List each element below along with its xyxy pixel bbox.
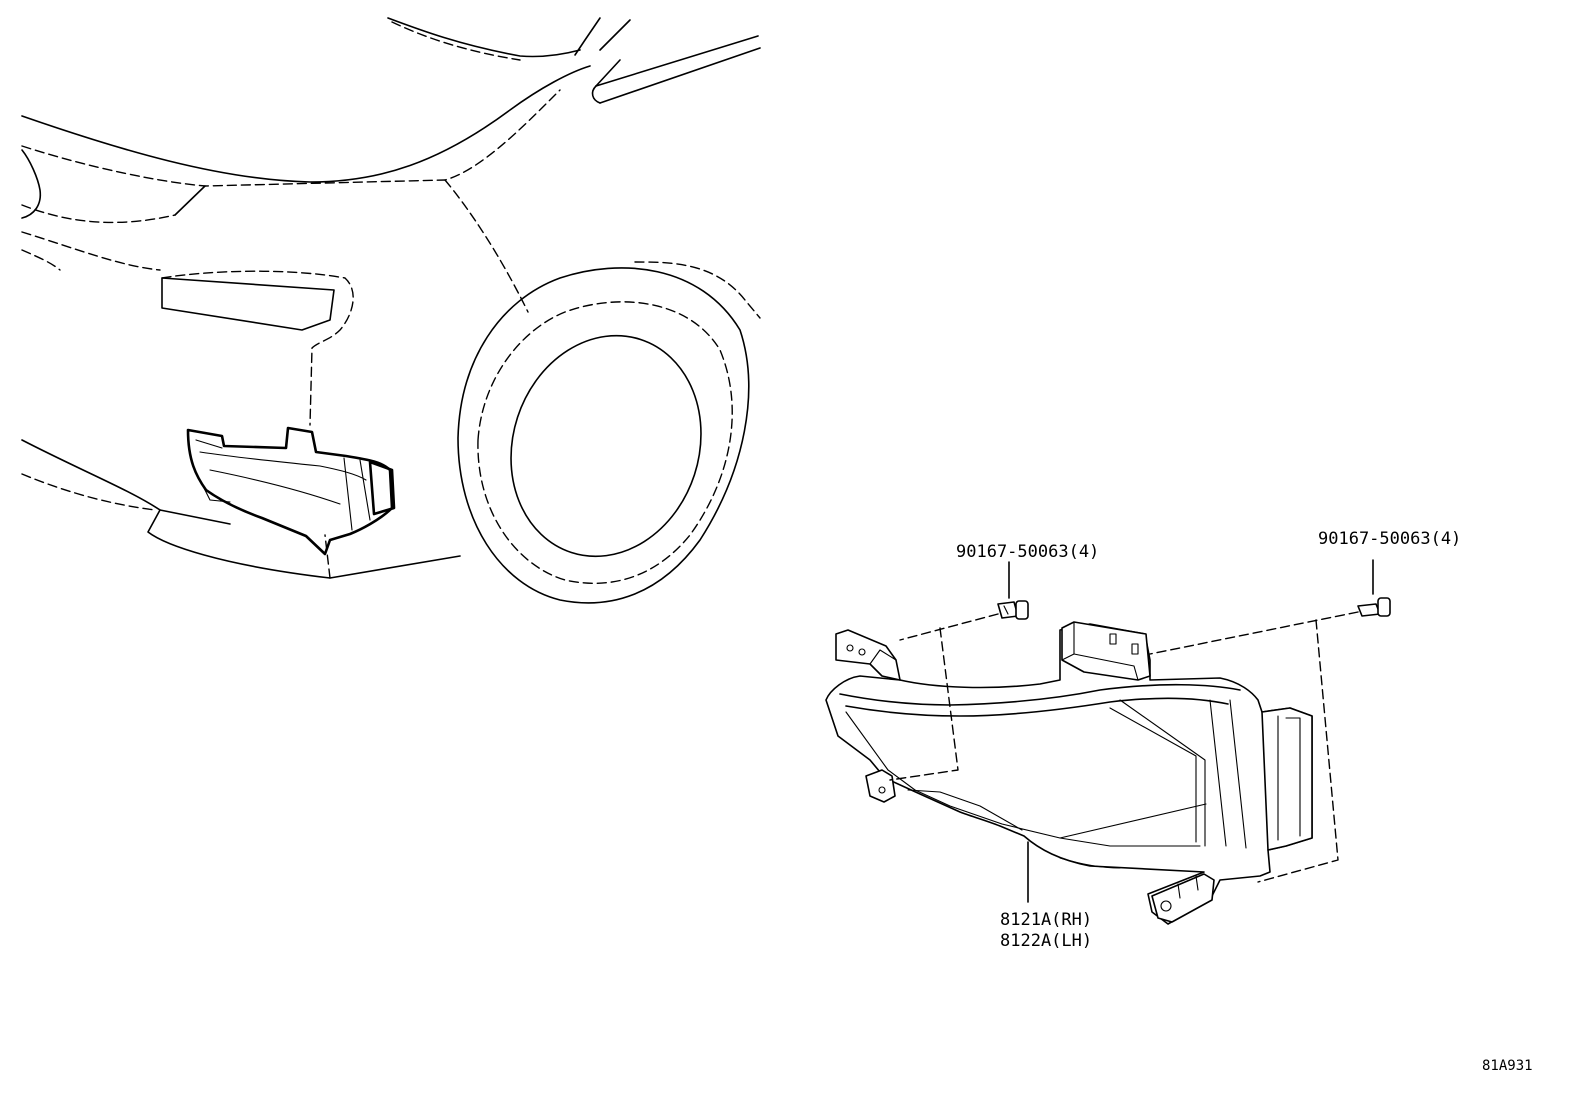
fog-lamp-assembly bbox=[825, 559, 1391, 925]
bolt-right bbox=[1357, 597, 1391, 617]
reference-code: 81A931 bbox=[1482, 1058, 1533, 1074]
fog-lamp-installed bbox=[186, 426, 396, 556]
part-rh-label: 8121A(RH) bbox=[1000, 910, 1092, 930]
bolt-left bbox=[997, 600, 1029, 620]
bolt-right-label: 90167-50063(4) bbox=[1318, 529, 1461, 549]
bolt-left-label: 90167-50063(4) bbox=[956, 542, 1099, 562]
part-lh-label: 8122A(LH) bbox=[1000, 931, 1092, 951]
vehicle-front-corner bbox=[21, 17, 761, 604]
